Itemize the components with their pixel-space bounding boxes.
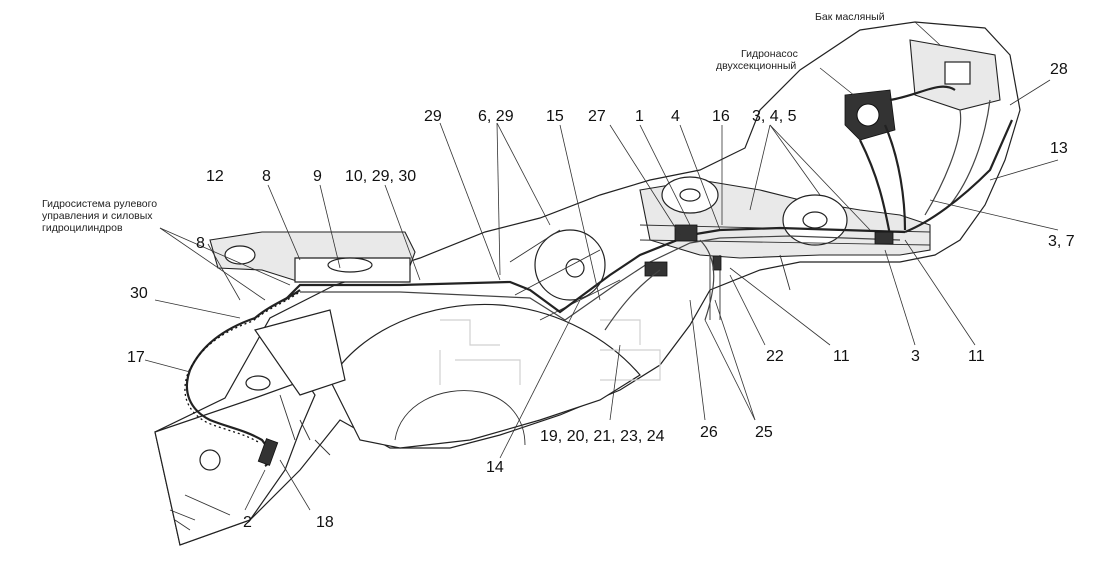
callout-8-top: 8 [262,168,271,185]
note-pump-line1: Гидронасос [741,48,798,60]
beam-slot [327,257,373,273]
pulley-left-hub [679,188,701,202]
callout-3-4-5: 3, 4, 5 [752,108,797,125]
note-steering-line1: Гидросистема рулевого [42,198,157,210]
callout-13: 13 [1050,140,1068,157]
valve-lines [604,239,715,331]
callout-6-29: 6, 29 [478,108,514,125]
pump-lines [859,85,956,236]
valve-block-1 [674,224,698,242]
main-hose-lower [300,235,901,321]
steering-hose [185,289,301,467]
callout-27: 27 [588,108,606,125]
ring-part [245,375,271,391]
main-hose-upper [284,226,906,314]
callout-29: 29 [424,108,442,125]
front-wheel-hub [199,449,221,471]
tank-lines [924,99,991,216]
steering-cylinder [257,438,279,466]
callout-9: 9 [313,168,322,185]
callout-1: 1 [635,108,644,125]
leader-lines [144,21,1059,511]
cover-recess [394,390,526,446]
tank-window [944,61,971,85]
callout-3: 3 [911,348,920,365]
valve-block-3 [874,231,894,245]
callout-4: 4 [671,108,680,125]
callout-15: 15 [546,108,564,125]
valve-block-2 [644,261,668,277]
beam-hole [224,245,256,265]
callout-25: 25 [755,424,773,441]
callout-17: 17 [127,349,145,366]
watermark-shape [439,319,661,385]
callout-2: 2 [243,514,252,531]
callout-22: 22 [766,348,784,365]
front-bracket [169,494,231,531]
central-drum-hub [565,258,585,278]
callout-26: 26 [700,424,718,441]
callout-10-29-30: 10, 29, 30 [345,168,416,185]
callout-30: 30 [130,285,148,302]
note-oil-tank: Бак масляный [815,11,885,23]
callout-18: 18 [316,514,334,531]
lower-cover [329,303,641,449]
callout-12: 12 [206,168,224,185]
callout-3-7: 3, 7 [1048,233,1075,250]
callout-11-b: 11 [968,348,985,365]
front-linkage [279,394,331,456]
note-pump-line2: двухсекционный [716,60,796,72]
pump-flange [856,103,880,127]
note-steering-line3: гидроцилиндров [42,222,123,234]
callout-11-a: 11 [833,348,850,365]
callout-16: 16 [712,108,730,125]
callout-19-20-21-23-24: 19, 20, 21, 23, 24 [540,428,665,445]
right-pipe [904,119,1014,234]
callout-8-left: 8 [196,235,205,252]
callout-28: 28 [1050,61,1068,78]
valve-block-4 [712,255,722,271]
callout-14: 14 [486,459,504,476]
note-steering-line2: управления и силовых [42,210,153,222]
front-hood [154,379,316,546]
pulley-right-hub [802,211,828,229]
front-plate [254,309,346,396]
